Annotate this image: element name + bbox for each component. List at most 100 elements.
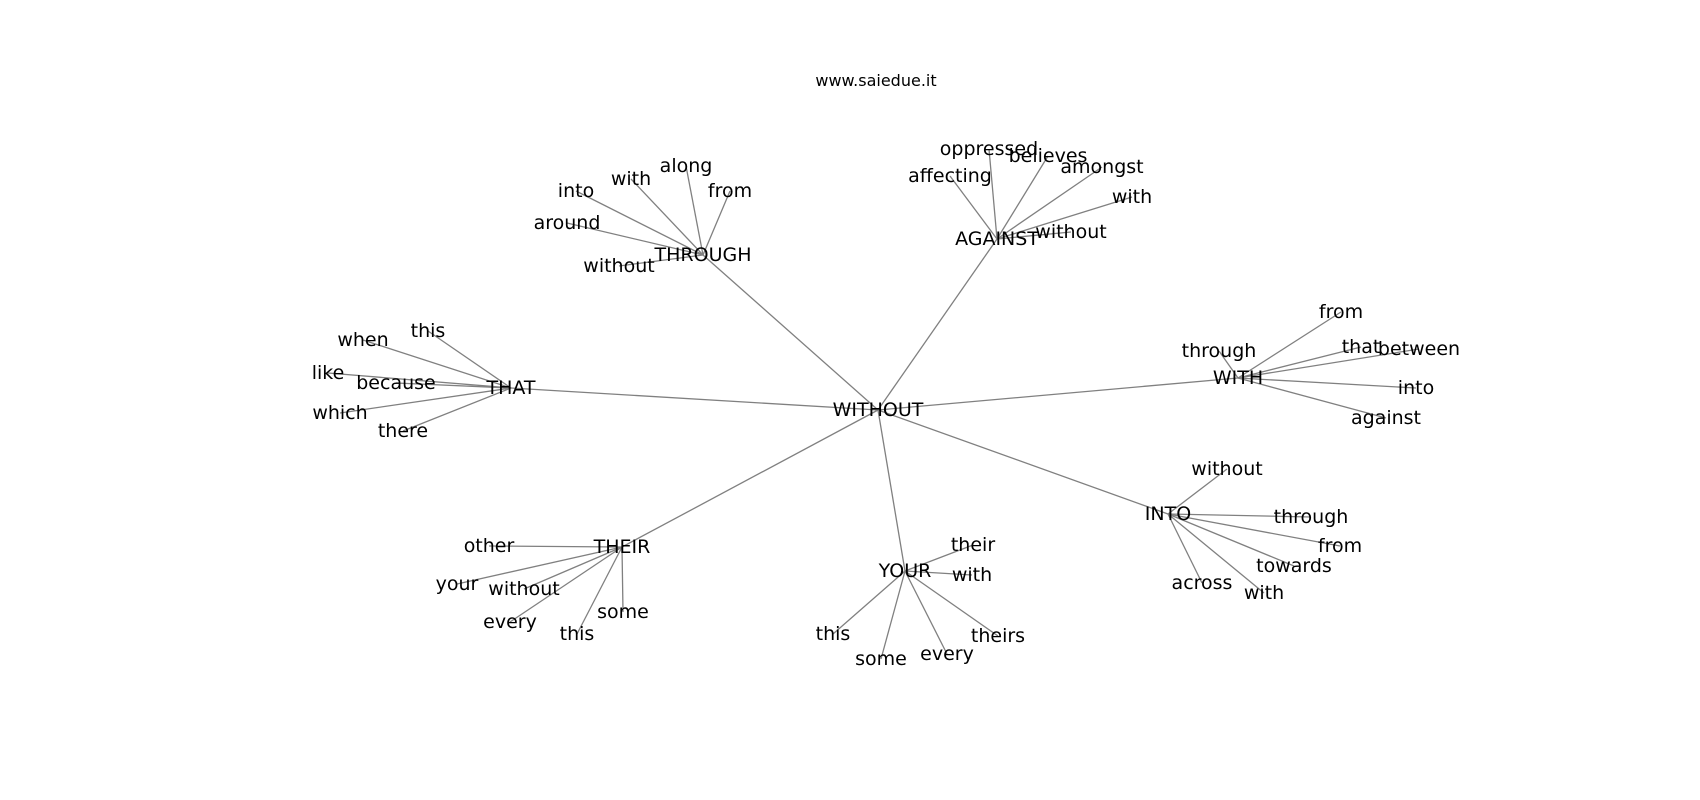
hub-node-with: WITH — [1213, 367, 1263, 389]
leaf-node-into-through: through — [1274, 506, 1349, 528]
leaf-node-into-across: across — [1172, 572, 1233, 594]
leaf-node-through-with: with — [611, 168, 651, 190]
edge-that-there — [402, 387, 512, 432]
edge-root-your — [877, 409, 906, 572]
leaf-node-through-from: from — [708, 180, 752, 202]
leaf-node-your-their: their — [951, 534, 995, 556]
edge-through-without — [618, 254, 704, 267]
hub-node-against: AGAINST — [955, 228, 1039, 250]
edge-with-into — [1237, 377, 1417, 389]
leaf-node-through-into: into — [558, 180, 594, 202]
edge-your-with — [904, 570, 973, 576]
hub-node-that: THAT — [485, 377, 535, 399]
edge-their-without — [523, 546, 623, 590]
edge-with-through — [1218, 350, 1239, 379]
edge-your-some — [880, 570, 906, 660]
leaf-node-through-without: without — [583, 255, 654, 277]
leaf-node-with-between: between — [1378, 338, 1460, 360]
leaf-node-against-oppressed: oppressed — [940, 138, 1038, 160]
leaf-node-into-without: without — [1191, 458, 1262, 480]
leaf-node-against-affecting: affecting — [908, 165, 992, 187]
edge-into-towards — [1167, 513, 1295, 567]
hub-node-their: THEIR — [593, 536, 651, 558]
leaf-node-with-that: that — [1342, 336, 1381, 358]
leaf-node-into-from: from — [1318, 535, 1362, 557]
edge-with-that — [1237, 346, 1362, 379]
leaf-node-that-like: like — [312, 362, 345, 384]
edge-root-through — [702, 254, 879, 411]
leaf-node-their-your: your — [436, 573, 479, 595]
edge-that-because — [395, 382, 512, 389]
leaf-node-against-with: with — [1112, 186, 1152, 208]
leaf-node-their-some: some — [597, 601, 649, 623]
edge-into-across — [1167, 513, 1203, 584]
leaf-node-into-towards: towards — [1256, 555, 1332, 577]
leaf-node-that-there: there — [378, 420, 428, 442]
edge-against-believes — [996, 155, 1049, 240]
leaf-node-against-amongst: amongst — [1060, 156, 1143, 178]
edge-with-against — [1237, 377, 1387, 419]
edge-into-without — [1167, 468, 1228, 515]
edge-root-against — [877, 238, 998, 411]
edges-layer — [327, 148, 1420, 660]
labels-layer: WITHOUT THROUGH along with into from around wit… — [312, 138, 1460, 670]
leaf-node-through-around: around — [534, 212, 601, 234]
leaf-node-that-this: this — [411, 320, 446, 342]
leaf-node-against-believes: believes — [1009, 145, 1088, 167]
edge-root-their — [621, 409, 879, 548]
edge-their-other — [488, 545, 623, 548]
leaf-node-your-theirs: theirs — [971, 625, 1025, 647]
leaf-node-your-some: some — [855, 648, 907, 670]
edge-their-this — [576, 546, 623, 635]
edge-against-without — [996, 231, 1072, 240]
edge-through-from — [702, 190, 731, 256]
edge-their-every — [509, 546, 623, 623]
edge-against-oppressed — [988, 148, 998, 240]
edge-their-some — [621, 546, 624, 613]
edge-that-which — [339, 387, 512, 414]
edge-through-around — [566, 222, 704, 256]
edge-with-from — [1237, 311, 1342, 379]
leaf-node-their-without: without — [488, 578, 559, 600]
hub-node-through: THROUGH — [654, 244, 752, 266]
edge-that-this — [427, 330, 512, 389]
edge-with-between — [1237, 348, 1420, 379]
edge-their-your — [456, 546, 623, 585]
edge-through-into — [575, 190, 704, 256]
leaf-node-that-which: which — [312, 402, 367, 424]
leaf-node-with-through: through — [1182, 340, 1257, 362]
edge-into-with — [1167, 513, 1265, 594]
edge-root-that — [510, 387, 879, 411]
leaf-node-your-every: every — [920, 643, 974, 665]
hub-node-your: YOUR — [878, 560, 932, 582]
edge-into-through — [1167, 513, 1312, 518]
edge-your-this — [832, 570, 906, 635]
root-node-label: WITHOUT — [833, 399, 924, 421]
leaf-node-through-along: along — [660, 155, 713, 177]
edge-your-theirs — [904, 570, 999, 637]
edge-root-into — [877, 409, 1169, 515]
edge-against-amongst — [996, 166, 1103, 240]
leaf-node-their-every: every — [483, 611, 537, 633]
leaf-node-against-without: without — [1035, 221, 1106, 243]
edge-through-with — [630, 178, 704, 256]
leaf-node-your-this: this — [816, 623, 851, 645]
edge-through-along — [685, 165, 704, 256]
leaf-node-your-with: with — [952, 564, 992, 586]
edge-root-with — [877, 377, 1239, 411]
edge-into-from — [1167, 513, 1341, 547]
leaf-node-that-when: when — [337, 329, 388, 351]
source-caption: www.saiedue.it — [815, 71, 937, 90]
leaf-node-with-from: from — [1319, 301, 1363, 323]
leaf-node-with-against: against — [1351, 407, 1421, 429]
edge-your-every — [904, 570, 948, 655]
leaf-node-with-into: into — [1398, 377, 1434, 399]
leaf-node-that-because: because — [356, 372, 435, 394]
leaf-node-their-other: other — [464, 535, 515, 557]
leaf-node-into-with: with — [1244, 582, 1284, 604]
edge-that-when — [362, 339, 512, 389]
leaf-node-their-this: this — [560, 623, 595, 645]
hub-node-into: INTO — [1145, 503, 1191, 525]
edge-that-like — [327, 372, 512, 389]
